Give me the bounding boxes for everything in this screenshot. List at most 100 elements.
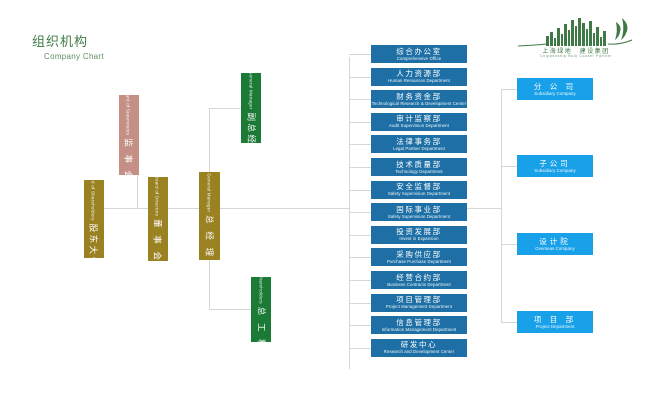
node-label-en: General Manager	[207, 173, 212, 213]
node-label-cn: 董 事 会	[152, 219, 162, 263]
node-label-cn: 技术质量部	[396, 159, 442, 169]
node-label-cn: 审计监察部	[396, 114, 442, 124]
connector-department-8	[349, 212, 371, 214]
connector-department-13	[349, 325, 371, 327]
connector-department-7	[349, 189, 371, 191]
page-title: 组织机构 Company Chart	[32, 35, 104, 62]
connector-subsidiary-3	[501, 244, 517, 245]
node-label-en: Overseas Company	[535, 245, 575, 251]
connector-department-5	[349, 144, 371, 146]
node-label-cn: 总 经 理	[203, 215, 214, 259]
node-label-en: Safety Supervision Department	[387, 191, 451, 197]
connector-department-6	[349, 167, 371, 168]
skyline-logo-icon	[517, 18, 633, 47]
connector-gm-to-departments	[210, 208, 349, 209]
node-label-cn: 监 事 会	[123, 138, 133, 182]
node-label-cn: 分 公 司	[533, 81, 577, 91]
node-label-en: Purchase Purchase Department	[387, 258, 451, 264]
connector-department-4	[349, 121, 371, 123]
node-label-en: Subsidiary Company	[534, 167, 576, 173]
node-board-of-supervisors[interactable]: 监 事 会 Board of Supervisors	[119, 88, 139, 182]
connector-department-10	[349, 257, 371, 259]
node-label-cn: 人力资源部	[396, 69, 442, 79]
connector-department-12	[349, 302, 371, 304]
connector-department-2	[349, 76, 371, 78]
connector-subsidiary-4	[501, 322, 517, 323]
node-label-cn: 国际事业部	[396, 204, 442, 214]
node-label-cn: 财务资金部	[396, 91, 442, 101]
node-label-en: Technological Research & Development Cen…	[371, 100, 467, 106]
node-label-cn: 研发中心	[400, 340, 438, 350]
connector-department-9	[349, 234, 371, 236]
connector-supervisors-down	[137, 175, 138, 208]
page-title-en: Company Chart	[44, 52, 104, 61]
node-chief-engineer[interactable]: 总 工 程 师 Board of Shareholders	[251, 253, 271, 366]
node-label-en: Comprehensive Office	[396, 55, 442, 61]
node-label-cn: 投资发展部	[396, 227, 442, 237]
node-label-cn: 安全监督部	[396, 182, 442, 192]
node-label-en: Vice General Manager	[248, 59, 254, 110]
node-label-en: Information Management Department	[381, 326, 457, 332]
page-title-cn: 组织机构	[32, 35, 89, 50]
logo-text-en: Chippenship Bulk Cooser Partner	[540, 54, 612, 58]
node-vice-general-manager[interactable]: 副总经理 Vice General Manager	[241, 60, 261, 156]
connector-department-14	[349, 347, 371, 349]
node-label-cn: 子公司	[539, 158, 571, 168]
node-label-cn: 法律事务部	[396, 136, 442, 146]
node-board-of-directors[interactable]: 董 事 会 Board of Directors	[148, 175, 168, 263]
connector-department-3	[349, 99, 371, 101]
node-label-en: Board of Directors	[155, 175, 161, 217]
connector-to-vice-gm	[209, 108, 241, 109]
node-label-en: Safety Supervision Department	[387, 213, 451, 219]
node-label-cn: 副总经理	[245, 112, 255, 157]
connector-to-subsidiary-spine	[466, 208, 502, 209]
connector-department-11	[349, 280, 371, 281]
node-label-en: Subsidiary Company	[534, 90, 576, 96]
node-label-cn: 经营合约部	[396, 272, 442, 282]
company-logo: 上海绿地 建设集团 Chippenship Bulk Cooser Partne…	[516, 16, 640, 64]
node-label-cn: 设计院	[539, 236, 571, 246]
node-label-en: Human Resources Department	[388, 78, 450, 84]
node-label-cn: 项目管理部	[396, 295, 442, 305]
node-general-manager[interactable]: 总 经 理 General Manager	[199, 172, 220, 260]
node-label-en: Board of Shareholders	[91, 170, 97, 221]
node-label-en: Board of Supervisors	[126, 88, 132, 136]
node-label-en: Project Management Department	[385, 304, 453, 310]
connector-subsidiary-spine	[501, 89, 502, 323]
connector-department-1	[349, 54, 371, 55]
node-label-cn: 总 工 程 师	[255, 306, 265, 366]
node-label-cn: 采购供应部	[396, 249, 442, 259]
node-label-cn: 股东大会	[88, 223, 98, 268]
node-label-cn: 项 目 部	[533, 314, 577, 324]
node-label-en: Research and Development Center	[383, 349, 455, 355]
node-label-cn: 信息管理部	[396, 317, 442, 327]
logo-text-cn: 上海绿地 建设集团	[542, 48, 610, 55]
node-board-of-shareholders[interactable]: 股东大会 Board of Shareholders	[84, 170, 104, 268]
node-label-cn: 综合办公室	[396, 46, 442, 56]
node-label-en: Technology Department	[395, 168, 443, 174]
node-label-en: Business Contracts Department	[387, 281, 451, 287]
node-label-en: Legal Partner Department	[393, 145, 445, 151]
connector-subsidiary-2	[501, 166, 517, 167]
node-label-en: Board of Shareholders	[258, 253, 264, 304]
node-label-en: Audit Supervision Department	[389, 123, 449, 129]
